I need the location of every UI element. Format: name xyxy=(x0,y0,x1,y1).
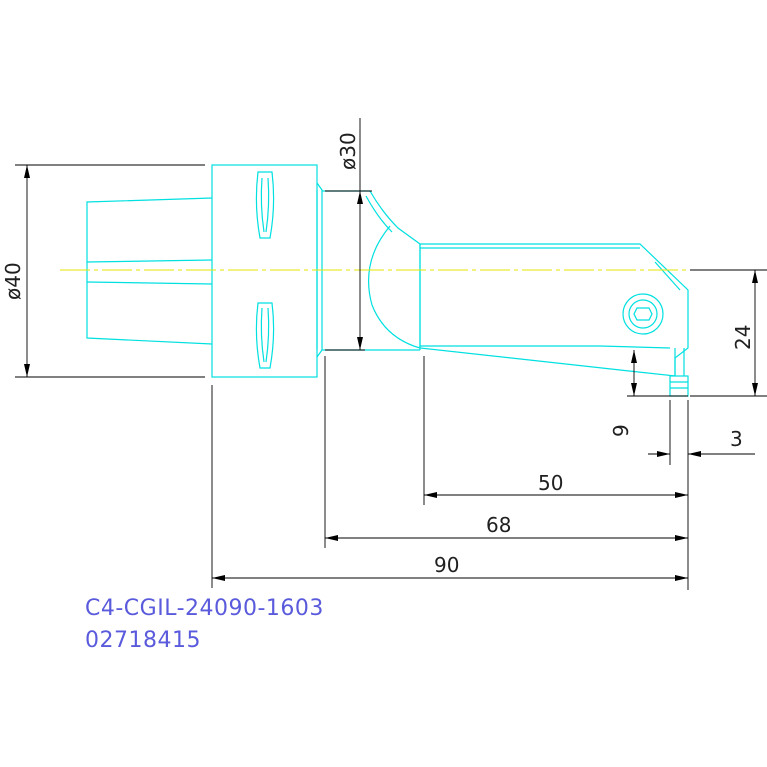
flange-slot-bottom xyxy=(255,302,275,369)
dim-diameter-40: ø40 xyxy=(1,262,25,300)
dim-height-9: 9 xyxy=(609,424,633,437)
neck-taper-lower xyxy=(365,195,393,233)
neck-arc xyxy=(367,225,421,349)
dimension-lines xyxy=(15,118,767,590)
dim-height-24: 24 xyxy=(731,325,755,350)
dimension-arrows xyxy=(24,165,758,581)
tool-holder-outline xyxy=(86,164,689,397)
flange-body xyxy=(211,164,318,378)
flange-slot-top xyxy=(255,171,275,239)
order-code-label: 02718415 xyxy=(85,628,201,653)
part-number-label: C4-CGIL-24090-1603 xyxy=(85,596,324,621)
dim-length-90: 90 xyxy=(434,553,459,577)
dim-length-50: 50 xyxy=(538,471,563,495)
neck-taper-upper xyxy=(369,190,421,245)
clamp-screw xyxy=(622,293,664,335)
shank-taper xyxy=(86,197,213,345)
dim-length-68: 68 xyxy=(486,513,511,537)
dim-diameter-30: ø30 xyxy=(336,132,360,170)
bar-body xyxy=(419,243,689,377)
shank-inner-line-bottom xyxy=(86,281,213,285)
dim-width-3: 3 xyxy=(730,427,743,451)
bar-bottom-edge xyxy=(420,345,671,349)
shank-inner-line-top xyxy=(86,259,213,263)
bar-right-chamfer xyxy=(654,261,681,291)
